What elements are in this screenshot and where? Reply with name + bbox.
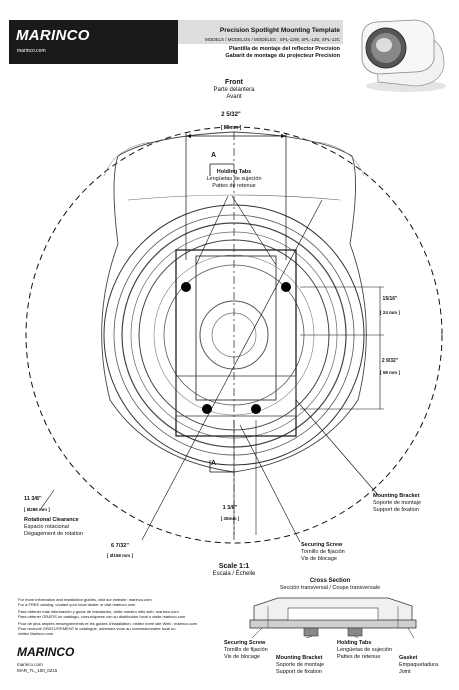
cs-securing-screw-label-es: Tornillo de fijación [224, 647, 268, 653]
cs-mounting-bracket-label: Mounting Bracket [276, 655, 323, 661]
cross-section-title: Cross Section [309, 578, 351, 584]
cs-holding-tabs-label-fr: Pattes de retenue [337, 654, 381, 660]
cs-gasket-label: Gasket [399, 655, 418, 661]
header-title-panel [178, 20, 343, 44]
cross-section-subtitle: Sección transversal / Coupe transversale [279, 585, 381, 591]
dim-tab-width: 2 5/32" [221, 112, 241, 118]
dim-d1-mm: [ 24 mm ] [380, 310, 400, 315]
securing-screw-label: Securing Screw [301, 542, 343, 548]
spotlight-product-image [361, 19, 446, 92]
holding-tabs-label: Holding Tabs [216, 169, 252, 175]
dim-d5: 11 3/8" [24, 496, 42, 502]
cs-holding-tabs-label-es: Lengüetas de sujeción [337, 647, 393, 653]
header-subtitle-panel [178, 44, 343, 64]
cs-holding-tabs-label: Holding Tabs [337, 640, 372, 646]
front-label: Front [225, 79, 243, 86]
section-mark-bottom: A [211, 460, 217, 467]
footer-info: For more information and installation gu… [18, 597, 228, 636]
dim-d2: 2 9/32" [381, 358, 399, 364]
footer-line: Para obtener más información y guías de … [18, 609, 179, 614]
cross-section-drawing [249, 597, 417, 638]
scale-subtitle: Escala / Échelle [212, 571, 256, 577]
rotational-clearance-label: Rotational Clearance [24, 517, 79, 523]
footer-line: Pour de plus amples renseignements et le… [18, 621, 197, 626]
dim-d3: 1 3/8" [222, 505, 238, 511]
footer-line: Para obtener GRATIS un catálogo, comuníq… [18, 614, 186, 619]
mounting-bracket-outline [175, 249, 297, 437]
dim-d4: 6 7/32" [111, 543, 129, 549]
subtitle-es: Plantilla de montaje del reflector Preci… [229, 46, 340, 52]
mounting-bracket-label-es: Soporte de montaje [373, 500, 422, 506]
header-website: marinco.com [17, 48, 46, 54]
cs-securing-screw-label: Securing Screw [224, 640, 266, 646]
holding-tabs-label-fr: Pattes de retenue [212, 183, 256, 189]
front-label-fr: Avant [226, 94, 242, 100]
footer-website: marinco.com [17, 662, 43, 667]
dim-d1: 15/16" [382, 296, 398, 302]
cs-securing-screw-label-fr: Vis de blocage [224, 654, 260, 660]
section-mark-top: A [211, 152, 217, 159]
holding-tabs-label-es: Lengüetas de sujeción [206, 176, 262, 182]
rotational-clearance-circle [25, 126, 443, 544]
front-label-es: Parte delantera [213, 87, 255, 93]
dim-d5-mm: [ Ø288 mm ] [24, 507, 50, 512]
dim-d2-mm: [ 58 mm ] [380, 370, 400, 375]
mounting-bracket-label-fr: Support de fixation [373, 507, 419, 513]
dim-d3-mm: [ 35mm ] [220, 516, 240, 521]
footer-line: Pour recevoir GRATUITEMENT le catalogue,… [18, 626, 176, 631]
mounting-template-drawing [25, 126, 443, 544]
footer-logo: MARINCO [17, 645, 75, 659]
cs-gasket-label-fr: Joint [399, 669, 411, 675]
page-title: Precision Spotlight Mounting Template [219, 27, 340, 34]
brand-logo: MARINCO [16, 27, 90, 44]
rotational-clearance-label-fr: Dégagement de rotation [24, 531, 84, 537]
scale-title: Scale 1:1 [218, 563, 250, 570]
subtitle-fr: Gabarit de montage du projecteur Precisi… [225, 53, 340, 59]
cs-gasket-label-es: Empaquetadura [399, 662, 439, 668]
footer-line: For more information and installation gu… [18, 597, 152, 602]
rotational-clearance-label-es: Espacio rotacional [24, 524, 69, 530]
footer-line: visitez Marinco.com [18, 631, 54, 636]
doc-number: MAR_TL_100_0215 [17, 668, 58, 673]
models-line: MODELS / MODELOS / MODÈLES : SPL-12W, SP… [204, 37, 340, 42]
cs-mounting-bracket-label-fr: Support de fixation [276, 669, 322, 675]
footer-line: For a FREE catalog, contact your local d… [18, 602, 136, 607]
cs-mounting-bracket-label-es: Soporte de montaje [276, 662, 325, 668]
dim-d4-mm: [ Ø158 mm ] [107, 553, 133, 558]
securing-screw-label-es: Tornillo de fijación [301, 549, 345, 555]
securing-screw-label-fr: Vis de blocage [301, 556, 337, 562]
dim-tab-width-mm: [ 55mm ] [220, 125, 242, 131]
mounting-bracket-label: Mounting Bracket [373, 493, 420, 499]
